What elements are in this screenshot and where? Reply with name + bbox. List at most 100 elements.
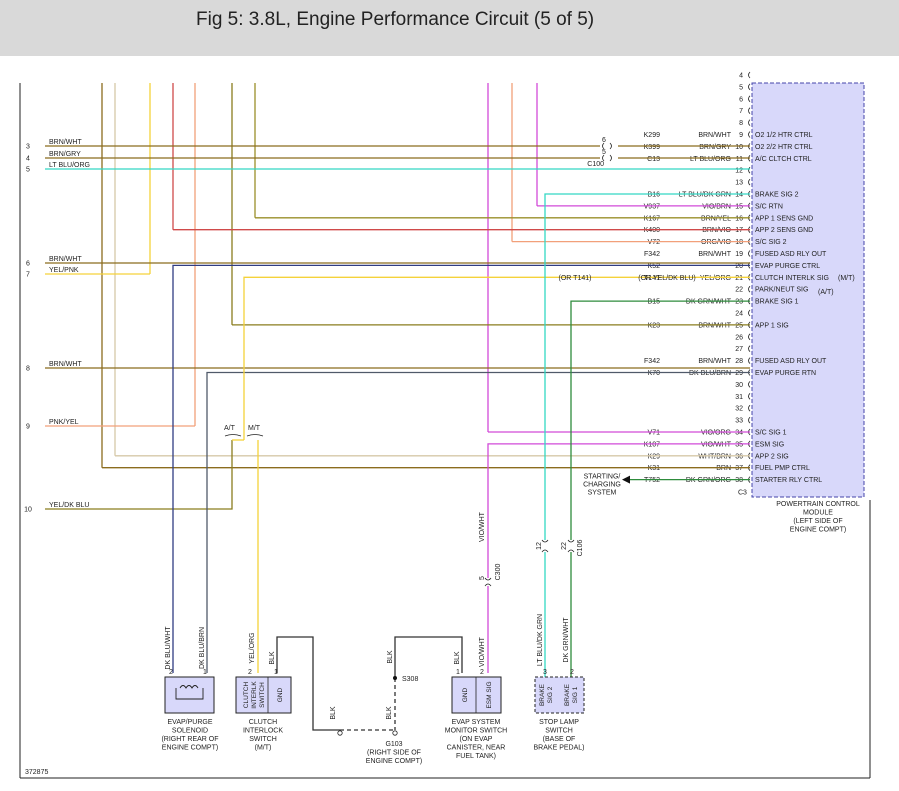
pin-number: 17 xyxy=(735,227,743,234)
esm-switch-wire-color: VIO/WHT xyxy=(479,636,486,667)
evap-solenoid-label: EVAP/PURGE xyxy=(168,719,213,726)
wire-evap-purge-ctrl xyxy=(172,264,750,673)
stop-lamp-wire-color: DK GRN/WHT xyxy=(563,617,570,663)
stop-lamp-switch xyxy=(534,676,585,714)
ground-symbol xyxy=(337,730,343,736)
connector-c3-label: C3 xyxy=(738,490,747,497)
at-selector-label: A/T xyxy=(224,425,236,432)
stop-lamp-switch-pin: 3 xyxy=(543,669,547,676)
stop-lamp-inner-label: SIG 1 xyxy=(572,686,579,703)
pin-number: 13 xyxy=(735,180,743,187)
pcm-label: (LEFT SIDE OF xyxy=(793,518,842,525)
pin-circuit-id: V71 xyxy=(648,430,661,437)
evap-solenoid-label: SOLENOID xyxy=(172,728,208,735)
g103-label: G103 xyxy=(385,741,402,748)
pin-terminal xyxy=(748,131,751,138)
pin-circuit-id: T141 xyxy=(644,275,660,282)
pin-number: 6 xyxy=(739,96,743,103)
c300-label: C300 xyxy=(495,564,502,581)
pin-number: 14 xyxy=(735,192,743,199)
pin-wire-color: BRN/WHT xyxy=(698,251,731,258)
pin-signal-label: APP 1 SENS GND xyxy=(755,215,813,222)
pin-circuit-id: K29 xyxy=(648,453,661,460)
c106-terminal xyxy=(567,539,575,543)
left-ref-wire-color: YEL/PNK xyxy=(49,267,79,274)
c106-terminal xyxy=(541,549,549,553)
wire-brake-sig1 xyxy=(570,300,750,540)
figure-title: Fig 5: 3.8L, Engine Performance Circuit … xyxy=(196,9,595,30)
pin-signal-label: EVAP PURGE RTN xyxy=(755,370,816,377)
c300-pin-number: 5 xyxy=(479,576,486,580)
pcm-label: POWERTRAIN CONTROL xyxy=(776,501,860,508)
stop-lamp-inner-label: BRAKE xyxy=(539,683,546,706)
pin-number: 8 xyxy=(739,120,743,127)
pin-signal-label: ESM SIG xyxy=(755,441,784,448)
evap-solenoid-label: ENGINE COMPT) xyxy=(162,745,218,752)
stop-lamp-inner-label: BRAKE xyxy=(564,683,571,706)
pin-number: 29 xyxy=(735,370,743,377)
pin-terminal xyxy=(748,166,751,174)
stop-lamp-wire-color: LT BLU/DK GRN xyxy=(537,614,544,666)
clutch-switch-label: INTERLOCK xyxy=(243,728,283,735)
pin-number: 33 xyxy=(735,418,743,425)
pin-terminal xyxy=(748,381,751,388)
pin-circuit-id: K299 xyxy=(644,132,660,139)
ground-symbol xyxy=(392,730,398,736)
starting-system-arrow xyxy=(622,475,630,484)
pin-number: 9 xyxy=(739,132,743,139)
stop-lamp-inner-label: SIG 2 xyxy=(547,686,554,703)
pin-number: 32 xyxy=(735,406,743,413)
pin-terminal xyxy=(748,404,751,412)
pin-circuit-id: K31 xyxy=(648,465,661,472)
evap-purge-solenoid xyxy=(164,676,215,714)
evap-solenoid-wire-color: DK BLU/BRN xyxy=(199,627,206,669)
wire-yel-dkblu xyxy=(45,440,233,510)
c106-pin-number: 22 xyxy=(561,542,568,550)
pin-wire-color: BRN/WHT xyxy=(698,358,731,365)
pin-number: 10 xyxy=(735,144,743,151)
pin-number: 28 xyxy=(735,358,743,365)
c100-terminal xyxy=(609,154,612,162)
pin-wire-color: DK BLU/BRN xyxy=(689,370,731,377)
pin-terminal xyxy=(748,357,751,364)
pin-terminal xyxy=(748,119,751,126)
solenoid-coil-symbol xyxy=(179,685,199,689)
pcm-module-box xyxy=(751,82,865,498)
c106-terminal xyxy=(567,549,575,553)
pin-wire-color: BRN/YEL xyxy=(701,215,731,222)
pin-circuit-id: K399 xyxy=(644,144,660,151)
left-ref-number: 7 xyxy=(26,272,30,279)
pin-signal-label: PARK/NEUT SIG xyxy=(755,287,808,294)
pin-wire-color: DK GRN/ORG xyxy=(686,477,731,484)
c106-terminal xyxy=(541,539,549,543)
pin-circuit-id: K400 xyxy=(644,227,660,234)
pin-number: 19 xyxy=(735,251,743,258)
pin-circuit-id: F342 xyxy=(644,358,660,365)
esm-switch-label: FUEL TANK) xyxy=(456,753,496,760)
mt-selector-label: M/T xyxy=(248,425,261,432)
ground-wire-color: BLK xyxy=(330,706,337,720)
c100-pin-number: 6 xyxy=(602,137,606,144)
evap-solenoid-wire-color: DK BLU/WHT xyxy=(165,626,172,670)
pin-number: 5 xyxy=(739,84,743,91)
solenoid-coil-symbol xyxy=(175,688,204,700)
pin-wire-color: WHT/BRN xyxy=(698,453,731,460)
left-ref-wire-color: BRN/GRY xyxy=(49,151,81,158)
pin-circuit-id: K52 xyxy=(648,263,661,270)
wire-esm-gnd xyxy=(394,636,463,678)
clutch-switch-label: CLUTCH xyxy=(249,719,277,726)
pin-number: 20 xyxy=(735,263,743,270)
or-t141-note: (OR T141) xyxy=(559,275,592,282)
pin-circuit-id: K70 xyxy=(648,370,661,377)
pin-signal-label: APP 2 SENS GND xyxy=(755,227,813,234)
pin-circuit-id: V72 xyxy=(648,239,661,246)
figure-id: 372875 xyxy=(25,769,48,776)
pin-circuit-id: B15 xyxy=(648,299,661,306)
esm-switch-pin: 2 xyxy=(480,669,484,676)
pcm-label: ENGINE COMPT) xyxy=(790,527,846,534)
esm-switch xyxy=(451,676,502,714)
pin-circuit-id: B16 xyxy=(648,192,661,199)
g103-label: ENGINE COMPT) xyxy=(366,758,422,765)
pin-signal-label: FUEL PMP CTRL xyxy=(755,465,810,472)
